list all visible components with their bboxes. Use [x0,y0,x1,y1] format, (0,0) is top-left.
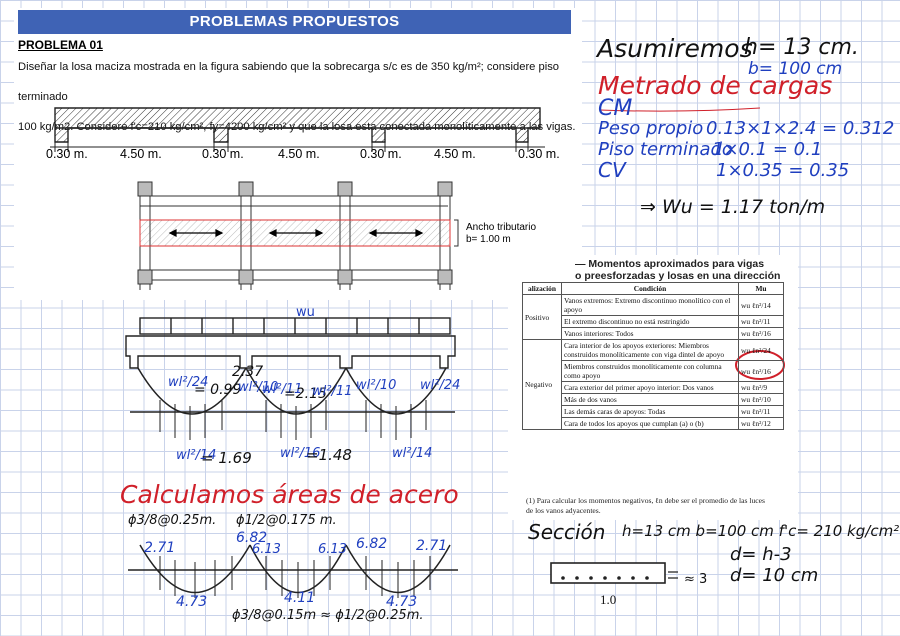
piso-label: Piso terminado [598,139,733,160]
header-title: PROBLEMAS PROPUESTOS [18,10,571,34]
h-value: h= 13 cm. [744,35,859,60]
dim-support-2: 0.30 m. [202,147,244,161]
as-value-4: 6.13 [318,542,347,557]
as-value-2: 6.82 [236,530,268,546]
section-title: Sección [528,520,606,544]
moment-neg-mid: 2.37 [232,364,264,380]
cover-approx: ≈ 3 [684,572,708,587]
d-value: d= 10 cm [730,565,819,586]
moment-coef-pos-2: wl²/16 [280,446,321,461]
as-pos-2: 4.11 [284,590,316,606]
section-width: 1.0 [600,592,617,607]
as-value-6: 2.71 [416,538,448,554]
moment-pos-2: =1.48 [306,446,352,464]
dim-support-3: 0.30 m. [360,147,402,161]
tributary-width: b= 1.00 m [466,234,511,245]
table-note: (1) Para calcular los momentos negativos… [526,496,788,516]
peso-label: Peso propio [598,118,704,139]
dim-span-1: 4.50 m. [120,147,162,161]
cv-label: CV [598,158,626,182]
table-title-1: — Momentos aproximados para vigas [575,258,765,270]
moment-coef-1: wl²/24 [168,375,209,390]
table-title: — Momentos aproximados para vigas o pree… [575,258,780,282]
as-value-3: 6.13 [252,542,281,557]
cv-value: 1×0.35 = 0.35 [716,160,850,181]
tributary-label: Ancho tributario [466,222,537,233]
wu-result: ⇒ Wu = 1.17 ton/m [640,196,826,218]
metrado-title: Metrado de cargas [598,71,833,100]
assume-text: Asumiremos [597,34,753,63]
table-note-2: de los vanos adyacentes. [526,506,601,515]
moment-neg-2: =2.15 [284,386,327,402]
table-header-3: Mu [738,282,784,295]
problem-line-1: Diseñar la losa maciza mostrada en la fi… [18,61,560,103]
dim-span-2: 4.50 m. [278,147,320,161]
bar-spec-2: ϕ1/2@0.175 m. [236,513,337,528]
piso-value: 1×0.1 = 0.1 [712,139,823,160]
as-value-1: 2.71 [144,540,176,556]
moment-coef-4: wl²/11 [312,384,353,399]
section-dims: h=13 cm b=100 cm f'c= 210 kg/cm² [622,522,900,540]
moment-coef-pos-1: wl²/14 [176,448,217,463]
bar-spec-3: ϕ3/8@0.15m ≈ ϕ1/2@0.25m. [232,608,424,623]
peso-value: 0.13×1×2.4 = 0.312 [706,118,895,139]
as-value-5: 6.82 [356,536,388,552]
calc-title: Calculamos áreas de acero [120,480,459,509]
moment-coef-5: wl²/10 [356,378,397,393]
as-pos-3: 4.73 [386,594,418,610]
dim-span-3: 4.50 m. [434,147,476,161]
d-formula: d= h-3 [730,544,792,565]
dim-support-1: 0.30 m. [46,147,88,161]
cm-label: CM [598,96,633,121]
table-header-1: alización [522,282,562,295]
bar-spec-1: ϕ3/8@0.25m. [128,513,217,528]
table-note-1: (1) Para calcular los momentos negativos… [526,496,765,505]
problem-title: PROBLEMA 01 [18,38,103,52]
b-value: b= 100 cm [748,59,843,79]
load-label: wu [296,305,315,320]
table-header-2: Condición [561,282,739,295]
moment-coef-6: wl²/24 [420,378,461,393]
moment-coef-2: wl²/10 [238,380,279,395]
moment-pos-1: = 1.69 [201,449,252,467]
moment-neg-1: = 0.99 [194,382,242,398]
as-pos-1: 4.73 [176,594,208,610]
table-title-2: o preesforzadas y losas en una dirección [575,270,781,282]
moment-coef-3: wl²/11 [262,382,303,397]
dim-support-4: 0.30 m. [518,147,560,161]
moment-coef-pos-3: wl²/14 [392,446,433,461]
